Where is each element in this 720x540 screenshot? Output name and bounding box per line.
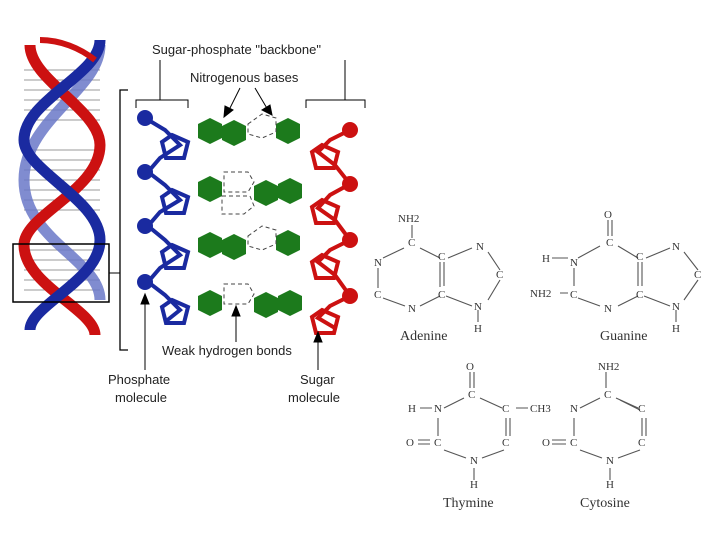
adenine-atom: NH2 xyxy=(398,213,419,225)
base-pair-4 xyxy=(198,283,302,318)
backbone-label: Sugar-phosphate "backbone" xyxy=(152,42,321,57)
cytosine-atom: N xyxy=(606,455,614,467)
thymine-atom: C xyxy=(434,437,441,449)
guanine-atom: C xyxy=(636,251,643,263)
adenine-atom: N xyxy=(476,241,484,253)
adenine-atom: H xyxy=(474,323,482,335)
phosphate-sphere xyxy=(137,110,153,126)
double-helix xyxy=(12,37,120,337)
hydrogen-bonds-label: Weak hydrogen bonds xyxy=(162,343,292,358)
thymine-atom: N xyxy=(434,403,442,415)
cytosine-atom: NH2 xyxy=(598,361,619,373)
adenine-atom: C xyxy=(438,289,445,301)
cytosine-atom: O xyxy=(542,437,550,449)
guanine-atom: N xyxy=(672,241,680,253)
phosphate-sphere xyxy=(137,218,153,234)
thymine-atom: O xyxy=(406,437,414,449)
backbone-bracket-left xyxy=(135,99,189,108)
phosphate-sphere xyxy=(137,164,153,180)
cytosine-atom: C xyxy=(638,403,645,415)
adenine-atom: C xyxy=(374,289,381,301)
cytosine-atom: C xyxy=(570,437,577,449)
adenine-atom: N xyxy=(408,303,416,315)
guanine-name: Guanine xyxy=(600,329,647,344)
phosphate-sphere xyxy=(342,176,358,192)
sugar-label-line1: Sugar xyxy=(300,372,335,387)
bases-arrows xyxy=(223,87,273,119)
thymine-atom: O xyxy=(466,361,474,373)
guanine-atom: C xyxy=(606,237,613,249)
cytosine-structure: NH2 C N C O C C N H Cytosine xyxy=(542,361,647,511)
base-pair-2 xyxy=(198,171,302,215)
phosphate-sphere xyxy=(342,122,358,138)
backbone-red xyxy=(314,128,354,330)
thymine-structure: O C H N C CH3 O C C N H Thymine xyxy=(406,361,551,511)
guanine-atom: C xyxy=(570,289,577,301)
guanine-atom: N xyxy=(604,303,612,315)
phosphate-label-line2: molecule xyxy=(115,390,167,405)
adenine-atom: N xyxy=(374,257,382,269)
sugar-label-line2: molecule xyxy=(288,390,340,405)
thymine-atom: N xyxy=(470,455,478,467)
thymine-atom: H xyxy=(470,479,478,491)
guanine-atom: N xyxy=(570,257,578,269)
backbone-blue xyxy=(143,116,184,324)
adenine-name: Adenine xyxy=(400,329,447,344)
phosphate-sphere xyxy=(342,288,358,304)
base-pair-3 xyxy=(198,225,300,260)
phosphate-sphere xyxy=(342,232,358,248)
guanine-atom: H xyxy=(672,323,680,335)
guanine-atom: H xyxy=(542,253,550,265)
phosphate-label-line1: Phosphate xyxy=(108,372,170,387)
thymine-atom: C xyxy=(502,403,509,415)
thymine-atom: CH3 xyxy=(530,403,551,415)
adenine-atom: C xyxy=(438,251,445,263)
adenine-atom: N xyxy=(474,301,482,313)
thymine-name: Thymine xyxy=(443,496,494,511)
nitrogenous-bases-label: Nitrogenous bases xyxy=(190,70,299,85)
thymine-atom: C xyxy=(468,389,475,401)
phosphate-sphere xyxy=(137,274,153,290)
adenine-atom: C xyxy=(496,269,503,281)
guanine-atom: N xyxy=(672,301,680,313)
sugar-arrow xyxy=(313,330,323,370)
guanine-structure: O C N H N C C NH2 C C N N H Guanine xyxy=(530,209,701,344)
thymine-atom: C xyxy=(502,437,509,449)
guanine-atom: NH2 xyxy=(530,288,551,300)
hbond-arrow xyxy=(231,304,241,342)
helix-strand-blue xyxy=(18,39,106,332)
phosphate-arrow xyxy=(140,292,150,370)
cytosine-name: Cytosine xyxy=(580,496,630,511)
backbone-bracket-right xyxy=(305,99,366,108)
zoom-bracket xyxy=(119,89,128,351)
thymine-atom: H xyxy=(408,403,416,415)
guanine-atom: C xyxy=(636,289,643,301)
adenine-atom: C xyxy=(408,237,415,249)
cytosine-atom: N xyxy=(570,403,578,415)
cytosine-atom: H xyxy=(606,479,614,491)
cytosine-atom: C xyxy=(638,437,645,449)
guanine-atom: O xyxy=(604,209,612,221)
base-pair-1 xyxy=(198,113,300,146)
dna-ladder xyxy=(137,110,358,335)
adenine-structure: NH2 C N N C C C C N N H Adenine xyxy=(374,213,503,344)
guanine-atom: C xyxy=(694,269,701,281)
cytosine-atom: C xyxy=(604,389,611,401)
